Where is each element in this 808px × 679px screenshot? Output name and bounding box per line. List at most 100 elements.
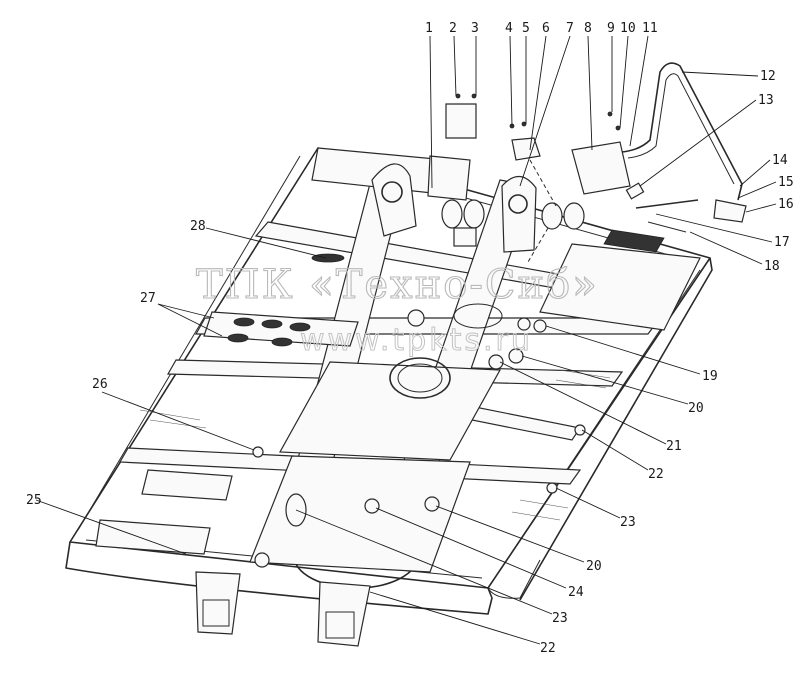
turntable-ring xyxy=(389,357,451,399)
callout-22-upper: 22 xyxy=(648,467,664,482)
leader-20b xyxy=(435,505,585,563)
nut-19b xyxy=(533,319,547,333)
callout-5: 5 xyxy=(522,21,530,36)
rear-opening xyxy=(453,303,503,329)
callout-1: 1 xyxy=(425,21,433,36)
main-frame xyxy=(65,147,713,647)
callout-9: 9 xyxy=(607,21,615,36)
callout-7: 7 xyxy=(566,21,574,36)
callout-19: 19 xyxy=(702,369,718,384)
rear-housing-side xyxy=(427,155,471,201)
boom-support-left xyxy=(371,163,417,237)
left-mid-plate xyxy=(141,469,233,501)
slot-6 xyxy=(311,253,345,263)
bush-1 xyxy=(441,199,463,229)
exploded-parts xyxy=(445,62,747,263)
leader-19 xyxy=(545,325,701,375)
boom-support-left-bore xyxy=(381,181,403,203)
part-pin-18 xyxy=(647,221,687,233)
callout-22-lower: 22 xyxy=(540,641,556,656)
leader-24 xyxy=(375,507,567,589)
central-plate xyxy=(279,361,501,461)
callout-13: 13 xyxy=(758,93,774,108)
leader-14 xyxy=(739,159,771,187)
leader-22a xyxy=(581,429,649,471)
callout-8: 8 xyxy=(584,21,592,36)
leader-10 xyxy=(619,35,629,129)
part-rod-17 xyxy=(635,199,699,209)
leader-8 xyxy=(587,35,593,151)
part-handrail-12 xyxy=(621,62,743,201)
leader-26 xyxy=(101,391,255,451)
callout-18: 18 xyxy=(764,259,780,274)
callout-14: 14 xyxy=(772,153,788,168)
lower-plate xyxy=(249,455,471,573)
grille-block xyxy=(603,229,665,253)
turntable-ring-inner xyxy=(397,363,443,393)
slot-5 xyxy=(271,337,293,347)
callout-25: 25 xyxy=(26,493,42,508)
leader-1 xyxy=(429,35,433,189)
front-leg-right xyxy=(317,581,371,647)
leader-23a xyxy=(555,487,621,519)
callout-23-lower: 23 xyxy=(552,611,568,626)
callout-26: 26 xyxy=(92,377,108,392)
callout-11: 11 xyxy=(642,21,658,36)
callout-10: 10 xyxy=(620,21,636,36)
callout-27: 27 xyxy=(140,291,156,306)
leader-13 xyxy=(639,99,757,187)
part-bracket-16 xyxy=(713,199,747,223)
callout-24: 24 xyxy=(568,585,584,600)
part-pad-8 xyxy=(571,141,631,195)
slot-1 xyxy=(233,317,255,327)
leader-15 xyxy=(737,181,777,199)
front-leg-left-window xyxy=(202,599,230,627)
slot-3 xyxy=(289,322,311,332)
nut-19a xyxy=(517,317,531,331)
bush-26 xyxy=(252,446,264,458)
bush-22a xyxy=(574,424,586,436)
leader-27a xyxy=(157,303,215,319)
right-top-cover xyxy=(539,243,701,331)
boom-support-right xyxy=(501,175,537,253)
left-rail-inner xyxy=(77,155,301,531)
small-parts xyxy=(252,309,586,568)
leader-12 xyxy=(681,71,759,77)
bush-24 xyxy=(364,498,380,514)
callout-4: 4 xyxy=(505,21,513,36)
callout-labels: 1 2 3 4 5 6 7 8 9 10 11 12 13 14 15 16 1… xyxy=(26,21,794,656)
callout-23-upper: 23 xyxy=(620,515,636,530)
leader-18 xyxy=(689,231,763,265)
slot-2 xyxy=(261,319,283,329)
right-rail-side xyxy=(519,257,713,601)
leader-lines xyxy=(35,35,777,645)
bush-front-left xyxy=(254,552,270,568)
bush-mid xyxy=(407,309,425,327)
watermark-title: ТПК «Техно-Сиб» xyxy=(196,262,599,308)
callout-28: 28 xyxy=(190,219,206,234)
callout-20-lower: 20 xyxy=(586,559,602,574)
callout-3: 3 xyxy=(471,21,479,36)
bush-20b xyxy=(424,496,440,512)
callout-17: 17 xyxy=(774,235,790,250)
bush-4 xyxy=(563,202,585,230)
leader-20a xyxy=(521,355,689,405)
callout-6: 6 xyxy=(542,21,550,36)
leader-22b xyxy=(369,591,541,645)
leader-23b xyxy=(295,509,553,615)
part-washer-6 xyxy=(511,137,541,161)
boom-support-right-bore xyxy=(508,194,528,214)
leader-4 xyxy=(509,35,513,127)
part-handrail-12-inner xyxy=(627,73,735,185)
leader-21 xyxy=(499,361,667,445)
bush-23a xyxy=(546,482,558,494)
leader-6 xyxy=(529,35,547,151)
leader-16 xyxy=(745,203,777,213)
block-1 xyxy=(453,227,477,247)
callout-21: 21 xyxy=(666,439,682,454)
slot-4 xyxy=(227,333,249,343)
callout-2: 2 xyxy=(449,21,457,36)
bush-21 xyxy=(488,354,504,370)
